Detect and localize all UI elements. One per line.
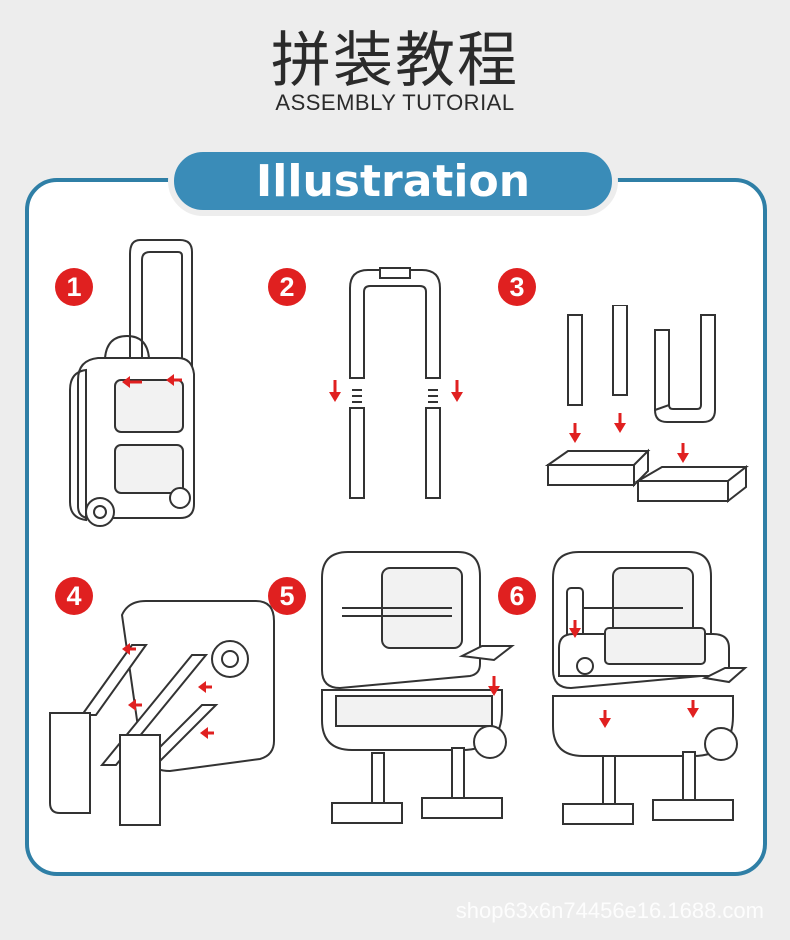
page-title-en: ASSEMBLY TUTORIAL [275, 90, 515, 115]
step-6-grill-complete-illustration [552, 551, 748, 825]
shop-watermark: shop63x6n74456e16.1688.com [455, 898, 764, 923]
step-4-legs-attach-illustration [49, 600, 275, 826]
step-1-suitcase-illustration [69, 239, 195, 527]
step-badge-4: 4 [55, 577, 93, 615]
step-3-legs-illustration [544, 305, 749, 504]
step-2-handle-illustration [329, 267, 463, 499]
step-badge-6: 6 [498, 577, 536, 615]
step-badge-2: 2 [268, 268, 306, 306]
page-title-cn: 拼装教程 [271, 26, 519, 96]
step-5-grill-open-illustration [321, 551, 515, 824]
illustration-banner: Illustration [168, 146, 618, 216]
step-badge-3: 3 [498, 268, 536, 306]
step-badge-5: 5 [268, 577, 306, 615]
step-badge-1: 1 [55, 268, 93, 306]
